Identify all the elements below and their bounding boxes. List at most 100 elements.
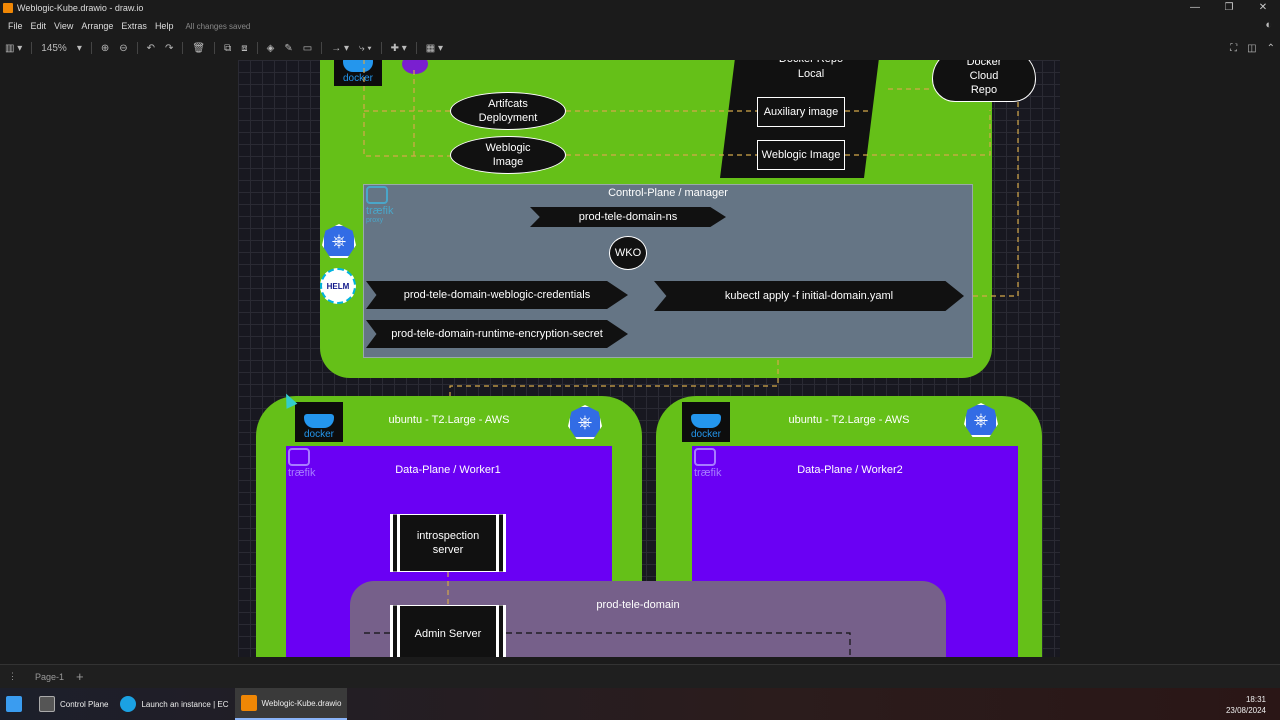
add-page-icon[interactable]: + xyxy=(76,669,84,684)
credentials-secret-shape[interactable]: prod-tele-domain-weblogic-credentials xyxy=(366,281,628,309)
table-icon[interactable]: ▦ ▾ xyxy=(425,42,444,54)
waypoints-icon[interactable]: ⤷ ▾ xyxy=(359,42,372,54)
menu-bar: File Edit View Arrange Extras Help All c… xyxy=(0,18,1280,34)
connection-icon[interactable]: → ▾ xyxy=(331,42,349,54)
close-button[interactable]: ✕ xyxy=(1258,2,1268,13)
diagram-canvas[interactable]: docker Artifcats Deployment Weblogic Ima… xyxy=(0,60,1280,657)
traefik-logo-icon xyxy=(288,448,310,466)
menu-help[interactable]: Help xyxy=(154,21,174,31)
traefik-proxy-label: proxy xyxy=(366,217,384,224)
docker-whale-icon xyxy=(691,414,721,428)
remote-desktop-icon xyxy=(39,696,55,712)
encryption-secret-shape[interactable]: prod-tele-domain-runtime-encryption-secr… xyxy=(366,320,628,348)
traefik-icon-worker2: træfik xyxy=(694,448,722,479)
diagram-page[interactable]: docker Artifcats Deployment Weblogic Ima… xyxy=(238,60,1060,657)
line-color-icon[interactable]: ✎ xyxy=(284,42,293,54)
system-clock[interactable]: 18:31 23/08/2024 xyxy=(1226,694,1266,716)
traefik-label: træfik xyxy=(694,467,722,479)
save-status: All changes saved xyxy=(185,21,251,31)
docker-icon-worker1: docker xyxy=(295,402,343,442)
maximize-button[interactable]: ❐ xyxy=(1224,2,1234,13)
docker-cloud-repo[interactable]: Docker Cloud Repo xyxy=(932,60,1036,102)
helm-icon[interactable]: HELM xyxy=(320,268,356,304)
control-plane-label: Control-Plane / manager xyxy=(608,187,728,199)
docker-logo-text: docker xyxy=(690,429,721,440)
introspection-server[interactable]: introspection server xyxy=(390,514,506,572)
theme-toggle-icon[interactable]: ◐ xyxy=(1265,19,1272,31)
database-icon xyxy=(402,60,428,74)
start-button[interactable] xyxy=(0,688,33,720)
docker-whale-icon xyxy=(343,60,373,72)
zoom-dropdown-icon[interactable]: ▾ xyxy=(76,42,82,54)
taskbar-item-browser[interactable]: Launch an instance | EC xyxy=(114,688,234,720)
weblogic-image-node[interactable]: Weblogic Image xyxy=(450,136,566,174)
delete-icon[interactable]: 🗑 xyxy=(192,42,206,54)
traefik-logo-icon xyxy=(366,186,388,204)
toolbar-divider xyxy=(380,42,382,54)
kubectl-apply-shape[interactable]: kubectl apply -f initial-domain.yaml xyxy=(654,281,964,311)
toolbar-divider xyxy=(90,42,92,54)
drawio-app-icon xyxy=(3,3,13,13)
zoom-select[interactable]: 145% xyxy=(41,42,67,54)
taskbar-item-control-plane[interactable]: Control Plane xyxy=(33,688,114,720)
undo-icon[interactable]: ↶ xyxy=(146,42,156,54)
taskbar-item-drawio[interactable]: Weblogic-Kube.drawio xyxy=(234,688,348,720)
namespace-shape[interactable]: prod-tele-domain-ns xyxy=(530,207,726,227)
clock-date: 23/08/2024 xyxy=(1225,706,1266,715)
clock-time: 18:31 xyxy=(1245,695,1266,704)
toolbar-divider xyxy=(136,42,138,54)
traefik-logo-icon xyxy=(694,448,716,466)
format-panel-icon[interactable]: ▥ ▾ xyxy=(5,42,23,54)
weblogic-image-box[interactable]: Weblogic Image xyxy=(757,140,845,170)
toolbar-divider xyxy=(214,42,216,54)
docker-repo-local-label: Docker Repo Local xyxy=(779,60,843,80)
worker1-node-title: ubuntu - T2.Large - AWS xyxy=(388,414,510,426)
window-title: Weblogic-Kube.drawio - draw.io xyxy=(17,3,144,13)
docker-logo-text: docker xyxy=(303,429,334,440)
admin-server[interactable]: Admin Server xyxy=(390,605,506,657)
toolbar: ▥ ▾ 145% ▾ ⊕ ⊖ ↶ ↷ 🗑 ⧉ ⧈ ◈ ✎ ▭ → ▾ ⤷ ▾ ✚… xyxy=(0,38,1280,58)
taskbar-label: Launch an instance | EC xyxy=(141,699,229,709)
fill-color-icon[interactable]: ◈ xyxy=(266,42,275,54)
fullscreen-icon[interactable]: ⛶ xyxy=(1230,42,1238,54)
shadow-icon[interactable]: ▭ xyxy=(302,42,313,54)
zoom-in-icon[interactable]: ⊕ xyxy=(100,42,110,54)
traefik-label: træfik xyxy=(288,467,316,479)
prod-tele-domain-label: prod-tele-domain xyxy=(596,599,680,611)
traefik-icon-control: træfik proxy xyxy=(366,186,394,226)
to-front-icon[interactable]: ⧉ xyxy=(224,42,232,54)
zoom-out-icon[interactable]: ⊖ xyxy=(119,42,128,54)
menu-arrange[interactable]: Arrange xyxy=(81,21,114,31)
worker2-label: Data-Plane / Worker2 xyxy=(797,464,903,476)
page-tab[interactable]: Page-1 xyxy=(35,671,65,682)
menu-edit[interactable]: Edit xyxy=(30,21,47,31)
worker-connectors xyxy=(364,572,851,657)
to-back-icon[interactable]: ⧈ xyxy=(241,42,248,54)
pages-menu-icon[interactable]: ⋮ xyxy=(8,671,17,681)
os-taskbar: Control Plane Launch an instance | EC We… xyxy=(0,688,1280,720)
docker-logo-text: docker xyxy=(342,73,373,84)
taskbar-label: Weblogic-Kube.drawio xyxy=(261,698,342,708)
toolbar-divider xyxy=(321,42,323,54)
worker2-node-title: ubuntu - T2.Large - AWS xyxy=(788,414,910,426)
panel-toggle-icon[interactable]: ◫ xyxy=(1247,42,1257,54)
toolbar-divider xyxy=(415,42,417,54)
worker1-label: Data-Plane / Worker1 xyxy=(395,464,501,476)
windows-logo-icon xyxy=(6,696,22,712)
menu-file[interactable]: File xyxy=(8,21,23,31)
window-controls: — ❐ ✕ xyxy=(1178,0,1280,16)
wko-node[interactable]: WKO xyxy=(609,236,647,270)
edge-browser-icon xyxy=(120,696,137,712)
drawio-icon xyxy=(240,695,257,711)
artifacts-deployment-node[interactable]: Artifcats Deployment xyxy=(450,92,566,130)
auxiliary-image-box[interactable]: Auxiliary image xyxy=(757,97,845,127)
page-tabs-bar: ⋮ Page-1 + xyxy=(0,664,1280,688)
menu-view[interactable]: View xyxy=(54,21,74,31)
redo-icon[interactable]: ↷ xyxy=(165,42,174,54)
traefik-icon-worker1: træfik xyxy=(288,448,316,479)
menu-extras[interactable]: Extras xyxy=(121,21,147,31)
insert-icon[interactable]: ✚ ▾ xyxy=(390,42,407,54)
toolbar-divider xyxy=(182,42,184,54)
collapse-icon[interactable]: ⌃ xyxy=(1266,42,1275,54)
minimize-button[interactable]: — xyxy=(1190,2,1200,13)
